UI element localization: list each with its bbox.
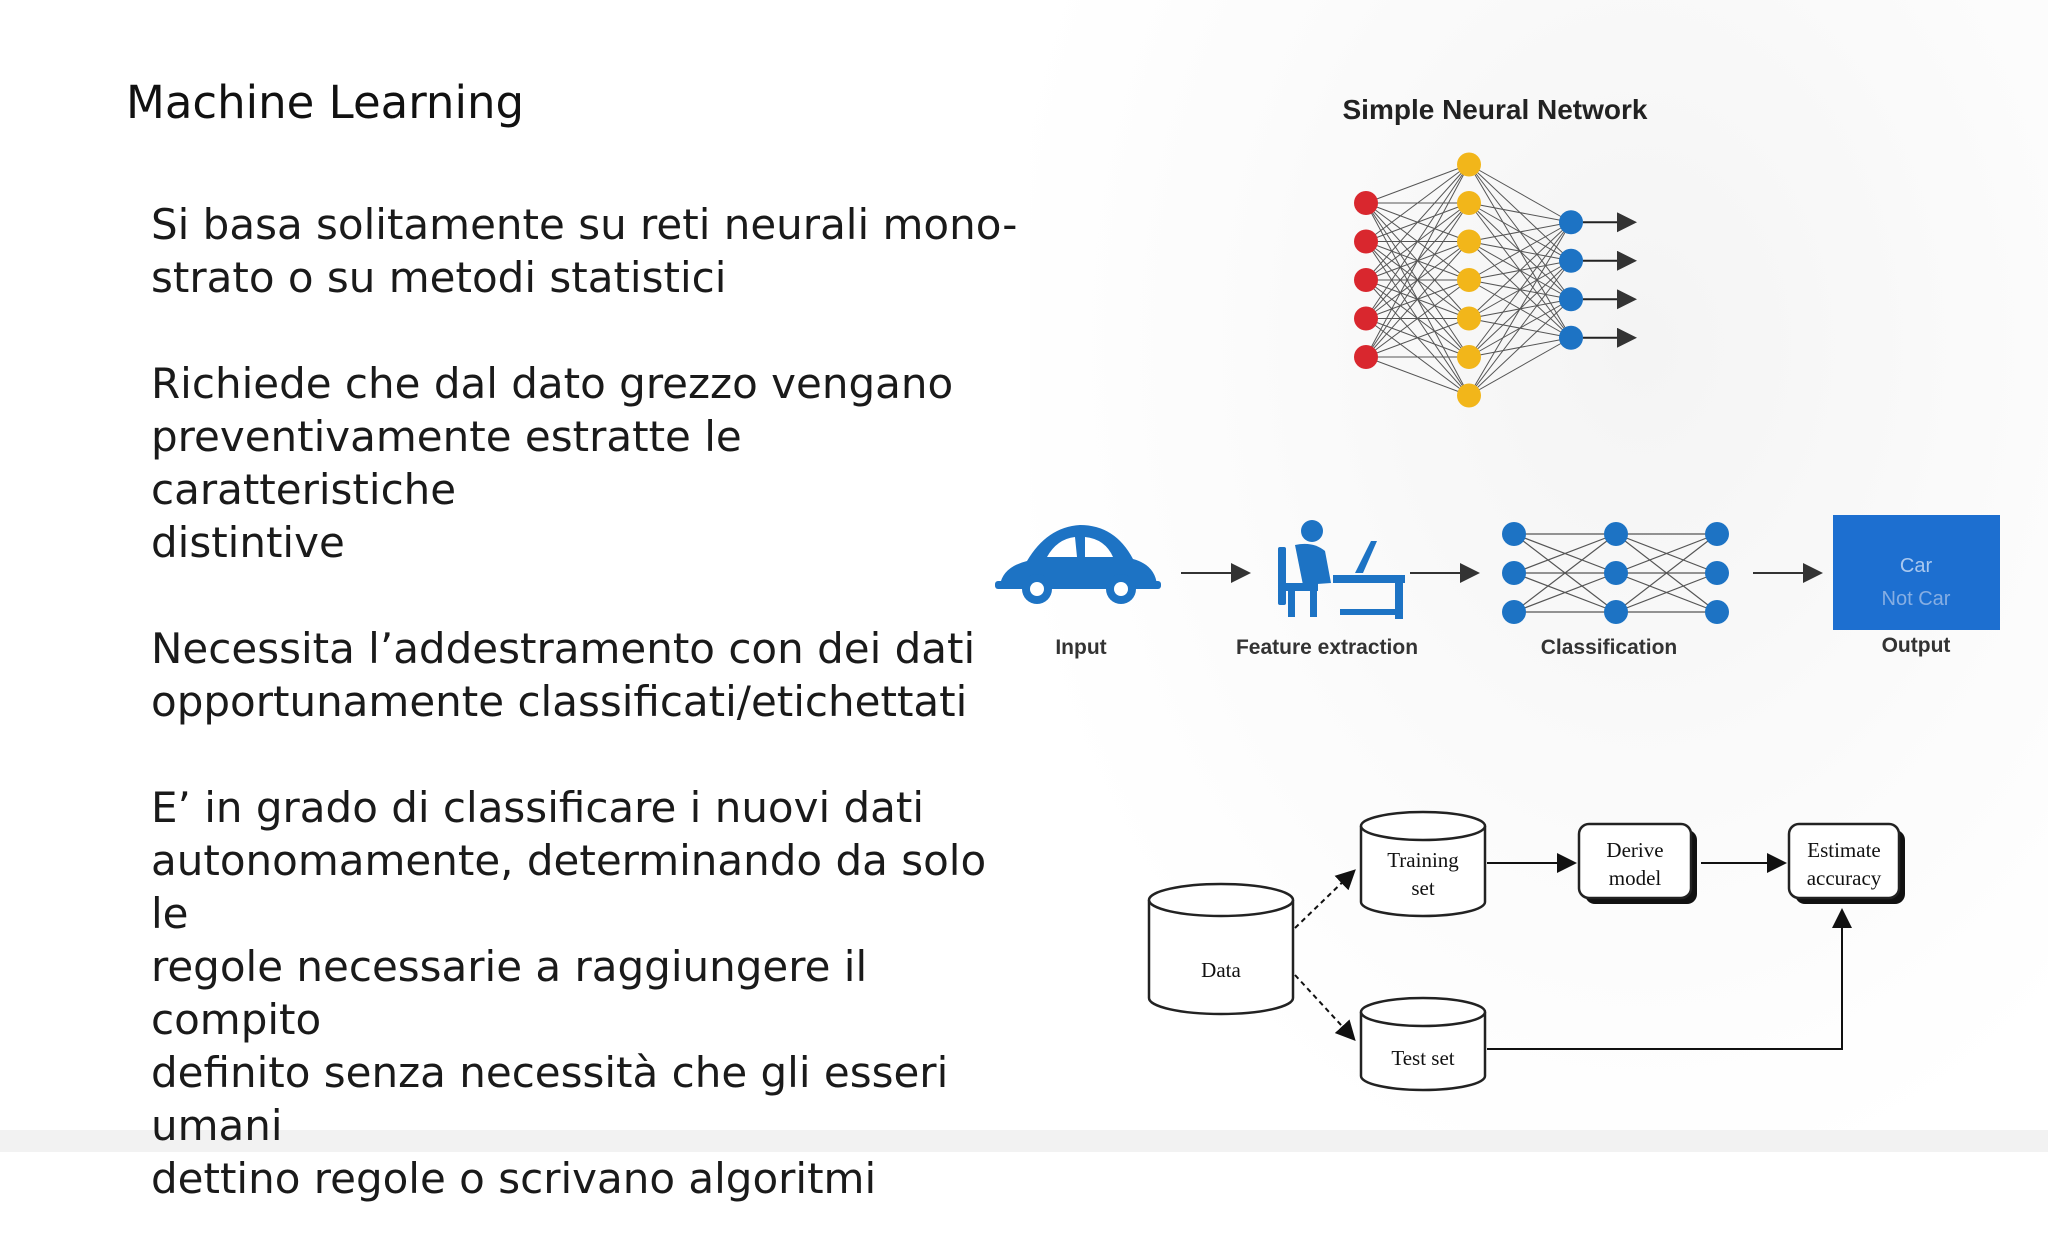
network-edge: [1365, 279, 1470, 358]
network-node: [1457, 191, 1481, 215]
network-edge: [1513, 533, 1617, 574]
pipeline-figure: Car Not Car Input Feature extraction Cla…: [995, 505, 2005, 665]
network-node: [1354, 191, 1378, 215]
network-node: [1705, 600, 1729, 624]
training-set-cylinder: Training set: [1359, 810, 1487, 918]
network-node: [1457, 268, 1481, 292]
test-set-cylinder: Test set: [1359, 996, 1487, 1092]
network-node: [1559, 210, 1583, 235]
data-flow-figure: Data Training set Test set Derive model: [1145, 800, 1905, 1092]
network-node: [1354, 268, 1378, 292]
data-label: Data: [1201, 958, 1241, 982]
derive-model-box: Derive model: [1577, 822, 1697, 904]
estimate-accuracy-box: Estimate accuracy: [1787, 822, 1905, 904]
network-edge: [1615, 533, 1718, 613]
slide: Machine Learning Si basa solitamente su …: [0, 0, 2048, 1203]
network-edge: [1468, 298, 1572, 396]
bullet-item: E’ in grado di classificare i nuovi dati…: [151, 783, 987, 1203]
network-edge: [1468, 337, 1572, 396]
slide-title: Machine Learning: [126, 76, 525, 129]
pipeline-diagram: Car Not Car Input Feature extraction Cla…: [995, 515, 2000, 659]
network-edge: [1468, 221, 1572, 396]
network-node: [1457, 383, 1481, 408]
network-node: [1457, 152, 1481, 177]
network-node: [1354, 229, 1378, 254]
network-edge: [1468, 221, 1572, 242]
network-node: [1502, 600, 1526, 624]
network-edge: [1365, 164, 1470, 204]
network-edge: [1365, 164, 1470, 358]
network-node: [1604, 561, 1628, 585]
dashed-arrow: [1294, 974, 1356, 1041]
neural-network-diagram: Simple Neural Network: [1343, 94, 1648, 408]
network-node: [1457, 345, 1481, 369]
network-edge: [1365, 164, 1470, 281]
network-node: [1705, 522, 1729, 546]
network-edge: [1468, 221, 1572, 281]
bullet-item: Necessita l’addestramento con dei dati o…: [151, 624, 976, 726]
network-icon: [1502, 522, 1729, 624]
network-node: [1502, 522, 1526, 546]
network-edge: [1365, 164, 1470, 242]
flow-arrow: [1487, 908, 1852, 1050]
network-node: [1705, 561, 1729, 585]
network-edge: [1615, 533, 1718, 574]
network-node: [1354, 306, 1378, 331]
output-car-label: Car: [1900, 555, 1933, 577]
network-node: [1559, 248, 1583, 273]
network-edge: [1365, 241, 1470, 358]
step-label-input: Input: [1055, 636, 1106, 659]
data-cylinder: Data: [1147, 882, 1295, 1016]
network-node: [1604, 600, 1628, 624]
network-edge: [1365, 318, 1470, 358]
estimate-accuracy-label-line2: accuracy: [1807, 866, 1882, 890]
network-node: [1502, 561, 1526, 585]
neural-network-figure: Simple Neural Network: [1300, 90, 1700, 410]
network-node: [1457, 229, 1481, 254]
estimate-accuracy-label-line1: Estimate: [1807, 838, 1880, 862]
network-node: [1457, 306, 1481, 331]
network-node: [1559, 287, 1583, 312]
network-edge: [1468, 202, 1572, 223]
person-at-desk-icon: [1278, 520, 1405, 619]
output-box: [1833, 515, 2000, 630]
network-edge: [1468, 221, 1572, 319]
network-edge: [1468, 164, 1572, 223]
neural-network-title: Simple Neural Network: [1343, 94, 1648, 125]
derive-model-label-line1: Derive: [1606, 838, 1663, 862]
bottom-band: [0, 1130, 2048, 1152]
network-edge: [1468, 221, 1572, 358]
training-set-label-line2: set: [1411, 876, 1434, 900]
test-set-label: Test set: [1391, 1046, 1454, 1070]
derive-model-label-line2: model: [1609, 866, 1662, 890]
step-label-classification: Classification: [1541, 636, 1678, 659]
data-flow-diagram: Data Training set Test set Derive model: [1147, 810, 1905, 1092]
bullet-list: Si basa solitamente su reti neurali mono…: [151, 198, 1031, 1258]
bullet-item: Richiede che dal dato grezzo vengano pre…: [151, 359, 954, 567]
step-label-feature-extraction: Feature extraction: [1236, 636, 1418, 659]
network-edge: [1615, 572, 1718, 613]
network-edge: [1365, 202, 1470, 358]
network-nodes: [1354, 152, 1583, 408]
output-not-car-label: Not Car: [1882, 588, 1951, 610]
bullet-item: Si basa solitamente su reti neurali mono…: [151, 200, 1018, 302]
network-edge: [1365, 356, 1470, 396]
network-edge: [1468, 260, 1572, 396]
network-node: [1354, 345, 1378, 369]
network-connections: [1365, 164, 1637, 396]
network-node: [1559, 325, 1583, 350]
network-node: [1604, 522, 1628, 546]
training-set-label-line1: Training: [1387, 848, 1459, 872]
dashed-arrow: [1294, 869, 1356, 929]
step-label-output: Output: [1882, 634, 1951, 657]
network-edge: [1365, 164, 1470, 319]
network-edge: [1513, 572, 1617, 613]
car-icon: [995, 525, 1161, 604]
network-edge: [1513, 533, 1617, 613]
